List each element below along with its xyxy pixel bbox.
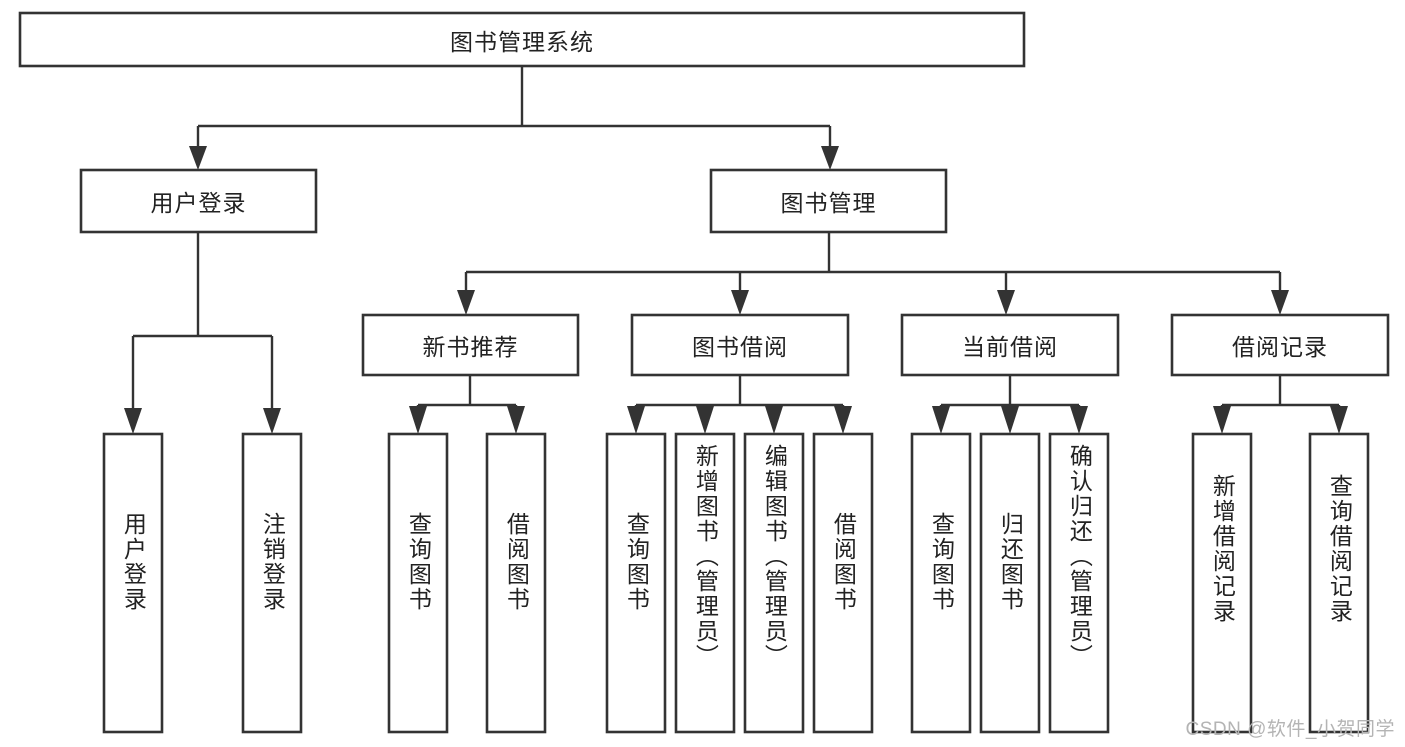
node-leaf-logout-box[interactable]	[241, 432, 303, 734]
node-book-borrow-box[interactable]	[630, 313, 850, 377]
arrow-borrow-records-leaf-1-icon	[1213, 406, 1231, 434]
node-leaf-edit-book-box[interactable]	[743, 432, 805, 734]
arrow-new-book-leaf-2-icon	[507, 406, 525, 434]
node-root-box[interactable]	[18, 11, 1026, 68]
arrow-current-borrow-leaf-3-icon	[1070, 406, 1088, 434]
arrow-current-borrow-leaf-1-icon	[932, 406, 950, 434]
watermark-text: CSDN @软件_小贺同学	[1185, 719, 1395, 740]
arrow-new-book-leaf-1-icon	[409, 406, 427, 434]
node-leaf-user-login-box[interactable]	[102, 432, 164, 734]
arrow-book-borrow-leaf-3-icon	[765, 406, 783, 434]
arrow-user-login-leaf-1-icon	[124, 408, 142, 434]
arrow-book-mgmt-to-borrow-icon	[731, 290, 749, 315]
node-current-borrow-box[interactable]	[900, 313, 1120, 377]
node-leaf-query-record-box[interactable]	[1308, 432, 1370, 734]
arrow-root-to-user-login-icon	[189, 146, 207, 170]
arrow-root-to-book-mgmt-icon	[821, 146, 839, 170]
arrow-book-mgmt-to-records-icon	[1271, 290, 1289, 315]
node-leaf-return-book-box[interactable]	[979, 432, 1041, 734]
node-borrow-records-box[interactable]	[1170, 313, 1390, 377]
node-leaf-query-book-current-box[interactable]	[910, 432, 972, 734]
node-leaf-add-record-box[interactable]	[1191, 432, 1253, 734]
node-leaf-query-book-recommend-box[interactable]	[387, 432, 449, 734]
arrow-book-mgmt-to-new-book-icon	[457, 290, 475, 315]
node-leaf-confirm-return-box[interactable]	[1048, 432, 1110, 734]
arrow-book-borrow-leaf-1-icon	[627, 406, 645, 434]
arrow-book-borrow-leaf-2-icon	[696, 406, 714, 434]
arrow-book-borrow-leaf-4-icon	[834, 406, 852, 434]
node-leaf-add-book-box[interactable]	[674, 432, 736, 734]
node-book-management-box[interactable]	[709, 168, 948, 234]
node-user-login-box[interactable]	[79, 168, 318, 234]
arrow-borrow-records-leaf-2-icon	[1330, 406, 1348, 434]
node-leaf-query-book-borrow-box[interactable]	[605, 432, 667, 734]
arrow-book-mgmt-to-current-icon	[997, 290, 1015, 315]
arrow-current-borrow-leaf-2-icon	[1001, 406, 1019, 434]
node-leaf-borrow-book-recommend-box[interactable]	[485, 432, 547, 734]
node-leaf-borrow-book-box[interactable]	[812, 432, 874, 734]
arrow-user-login-leaf-2-icon	[263, 408, 281, 434]
node-new-book-recommend-box[interactable]	[361, 313, 580, 377]
